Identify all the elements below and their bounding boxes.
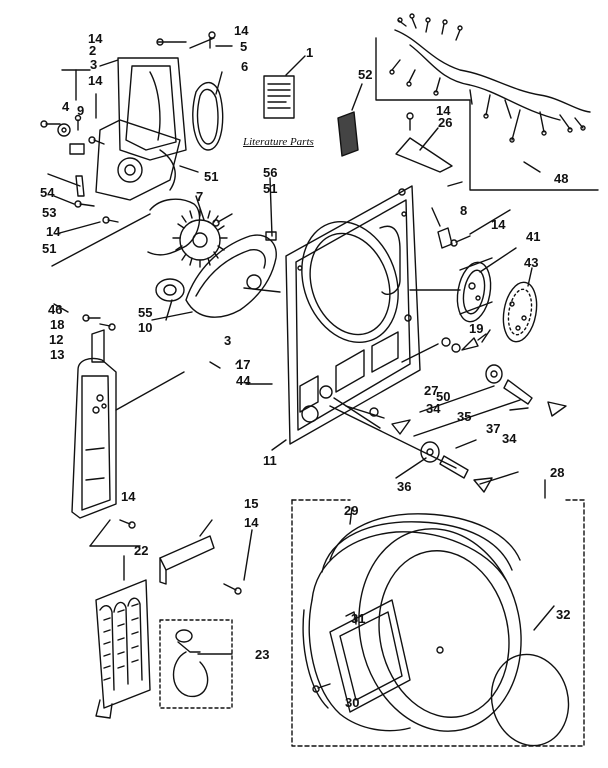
dryer-drum — [303, 514, 539, 747]
part-label: 5 — [240, 39, 248, 54]
drum-assembly-box — [292, 480, 584, 746]
drum-seal — [350, 508, 578, 754]
heating-element — [96, 580, 150, 718]
part-label: 51 — [42, 241, 57, 256]
screw-hardware — [41, 32, 232, 223]
part-label: 14 — [88, 31, 103, 46]
part-label: 48 — [554, 171, 569, 186]
drive-belt — [193, 83, 223, 150]
bottom-bracket — [120, 520, 241, 594]
part-label: 23 — [255, 647, 270, 662]
part-label: 1 — [306, 45, 314, 60]
rear-bulkhead — [286, 186, 420, 444]
motor-assembly — [438, 228, 495, 324]
part-label: 10 — [138, 320, 153, 335]
part-label: 14 — [234, 23, 249, 38]
part-label: 8 — [460, 203, 468, 218]
motor-cover — [186, 214, 276, 317]
part-label: 52 — [358, 67, 373, 82]
blower-wheel — [173, 209, 227, 267]
part-label: 54 — [40, 185, 55, 200]
part-label: 19 — [469, 321, 484, 336]
blower-housing — [96, 58, 186, 200]
part-label: 55 — [138, 305, 153, 320]
part-label: 2 — [89, 43, 97, 58]
part-label: 53 — [42, 205, 57, 220]
literature-parts-label: Literature Parts — [243, 136, 314, 148]
part-label: 9 — [77, 103, 85, 118]
part-label: 17 — [236, 357, 251, 372]
part-label: 14 — [244, 515, 259, 530]
part-label: 37 — [486, 421, 501, 436]
pulley — [156, 279, 184, 301]
part-label: 12 — [49, 332, 64, 347]
leader-lines — [48, 38, 286, 654]
part-label: 4 — [62, 99, 70, 114]
part-label: 22 — [134, 543, 149, 558]
part-label: 46 — [48, 302, 63, 317]
wiring-harness — [376, 14, 598, 190]
part-label: 35 — [457, 409, 472, 424]
part-label: 51 — [263, 181, 278, 196]
part-label: 14 — [121, 489, 136, 504]
lint-screen — [338, 84, 362, 156]
heater-duct — [72, 315, 116, 518]
motor-end-cover — [499, 280, 541, 345]
drum-rollers — [330, 182, 566, 492]
mounting-bracket — [396, 113, 452, 172]
part-label: 36 — [397, 479, 412, 494]
idler-spring — [148, 199, 200, 255]
part-label: 27 — [424, 383, 439, 398]
part-label: 3 — [90, 57, 98, 72]
part-label: 7 — [196, 189, 204, 204]
part-label: 31 — [351, 611, 366, 626]
part-label: 14 — [46, 224, 61, 239]
part-label: 34 — [426, 401, 441, 416]
part-label: 11 — [263, 453, 277, 468]
part-label: 3 — [224, 333, 232, 348]
part-label: 14 — [436, 103, 451, 118]
part-label: 56 — [263, 165, 278, 180]
part-label: 30 — [345, 695, 360, 710]
part-label: 29 — [344, 503, 359, 518]
part-label: 44 — [236, 373, 251, 388]
part-label: 28 — [550, 465, 565, 480]
thermostat-kit — [160, 620, 232, 708]
part-label: 32 — [556, 607, 571, 622]
part-label: 6 — [241, 59, 249, 74]
part-label: 15 — [244, 496, 259, 511]
part-label: 18 — [50, 317, 65, 332]
part-label: 41 — [526, 229, 541, 244]
part-label: 13 — [50, 347, 65, 362]
part-label: 34 — [502, 431, 517, 446]
part-label: 14 — [88, 73, 103, 88]
part-label: 26 — [438, 115, 453, 130]
part-label: 43 — [524, 255, 539, 270]
part-label: 51 — [204, 169, 219, 184]
part-label: 14 — [491, 217, 506, 232]
part-label: 50 — [436, 389, 451, 404]
literature-booklet — [264, 56, 305, 118]
